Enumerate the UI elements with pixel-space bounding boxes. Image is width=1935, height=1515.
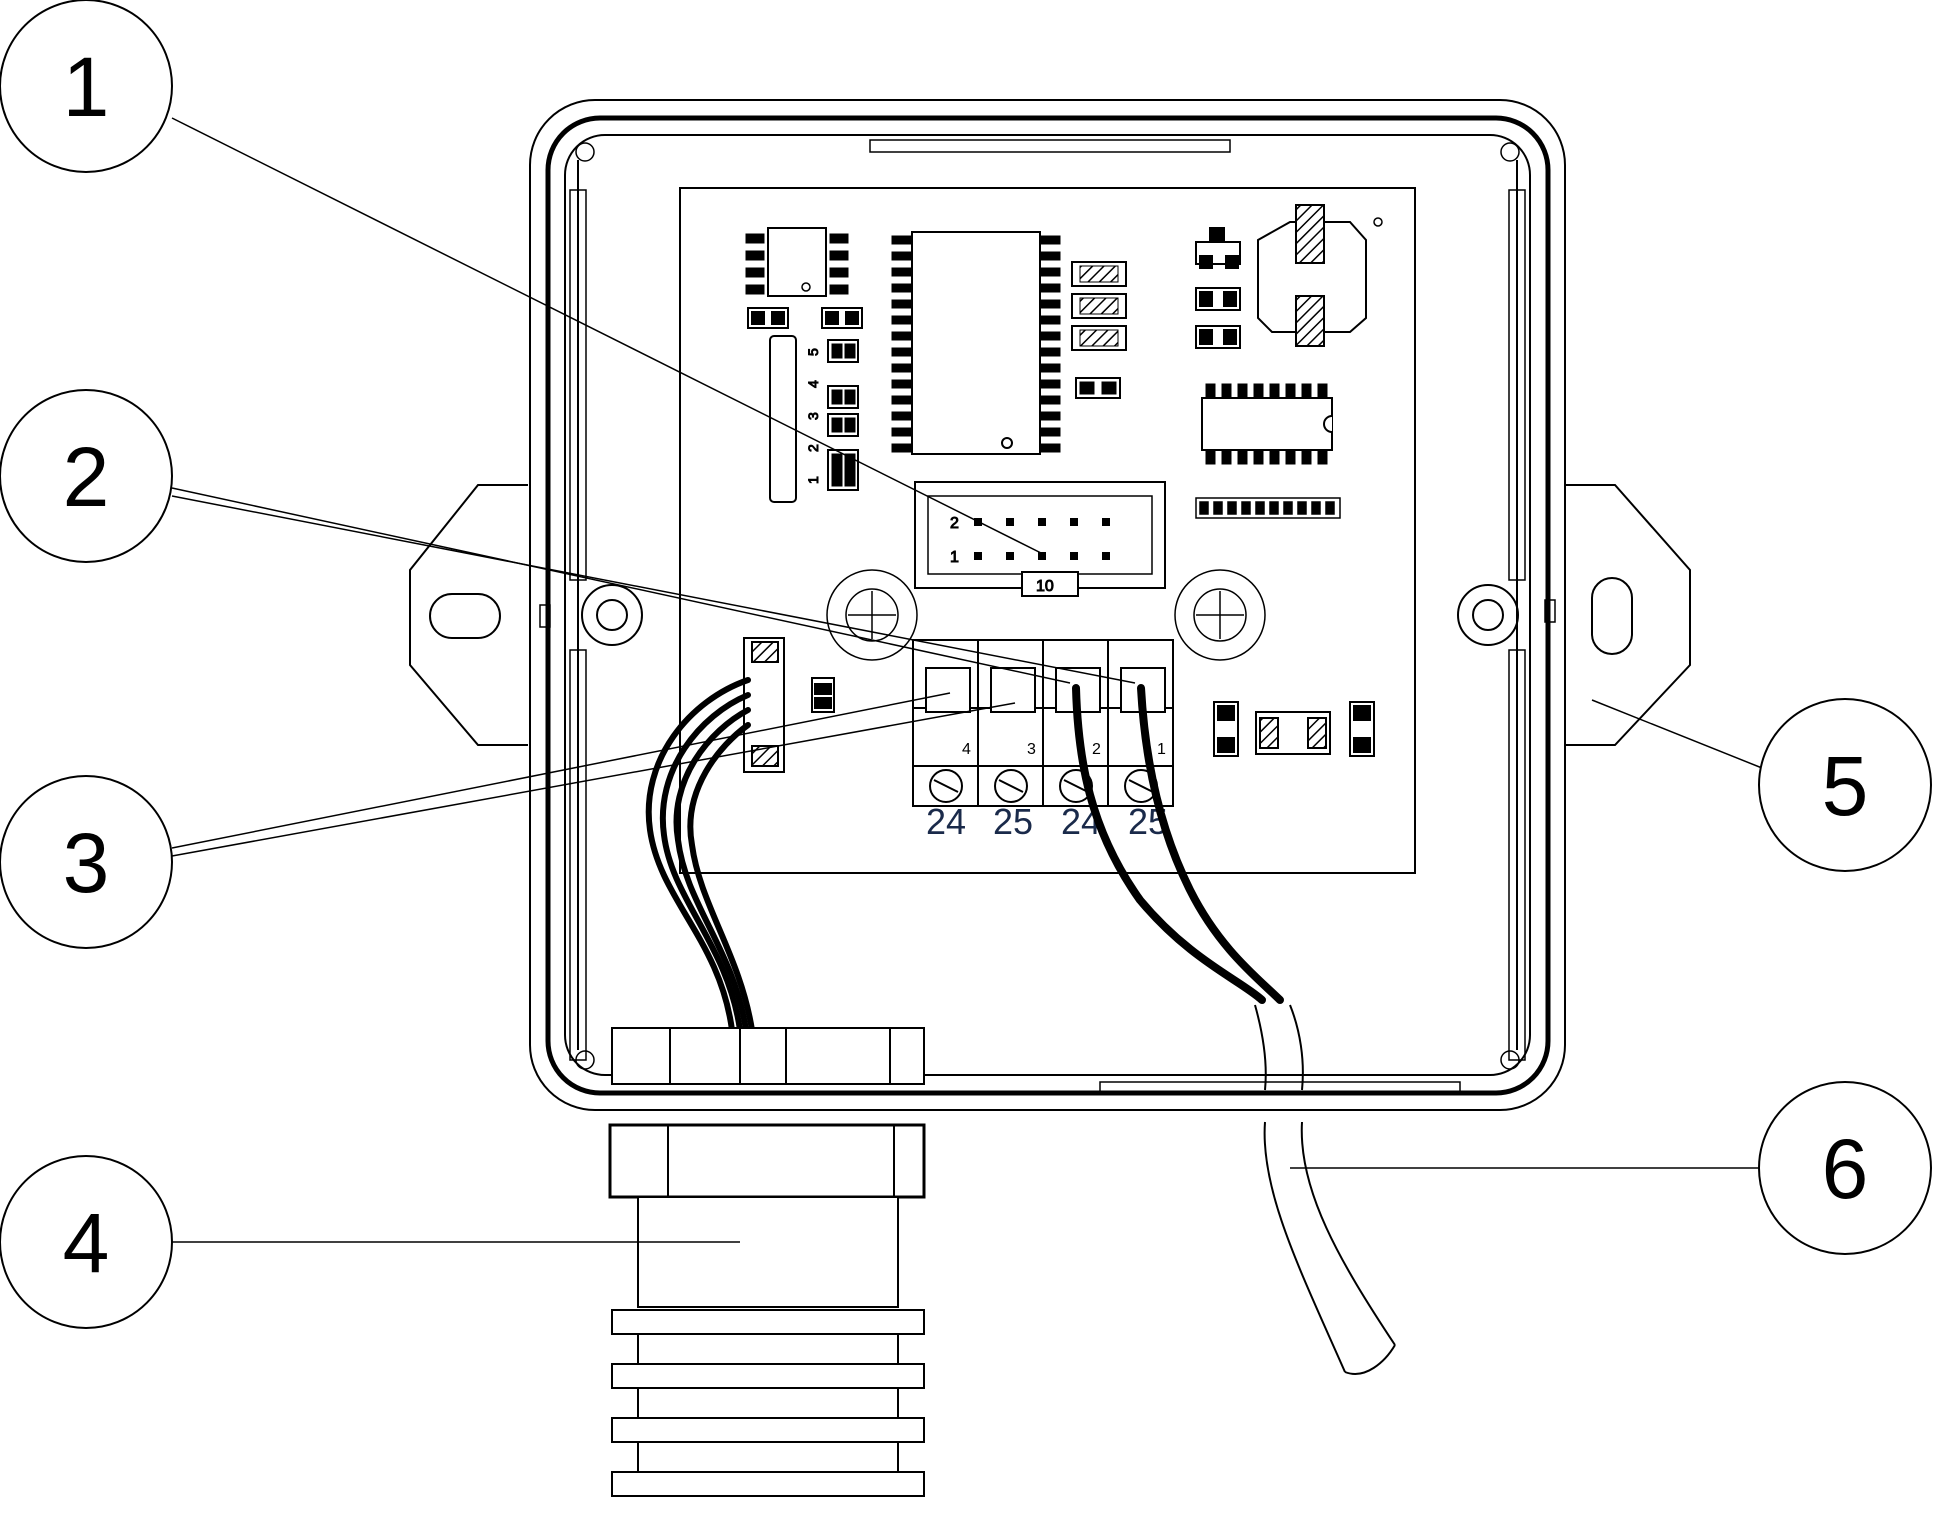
mounting-slot-right	[1591, 577, 1633, 655]
mounting-hole-left	[596, 599, 628, 631]
power-cable	[1254, 1004, 1396, 1375]
smd-components-right	[1195, 227, 1241, 349]
smd-components-bottom-right	[1213, 701, 1375, 757]
power-wires	[1072, 684, 1284, 1004]
resistor-stack	[1071, 261, 1127, 399]
ic-microcontroller	[891, 231, 1061, 455]
enclosure-inner	[564, 134, 1531, 1076]
pcb-side-label: 4	[805, 380, 821, 388]
leader-3a	[171, 692, 951, 849]
terminal-position-3: 3	[1027, 741, 1036, 758]
callout-2: 2	[0, 389, 173, 563]
leader-3b	[171, 702, 1016, 857]
cable-gland	[608, 1027, 926, 1497]
callout-4-label: 4	[63, 1196, 110, 1290]
callout-6-label: 6	[1822, 1122, 1869, 1216]
sensor-wire-bundle	[645, 677, 755, 1033]
pcb-side-label: 3	[805, 412, 821, 420]
leader-2a	[171, 487, 1071, 684]
callout-3-label: 3	[63, 816, 110, 910]
ic-16pin	[1201, 383, 1333, 465]
mounting-ear-right	[1565, 484, 1691, 746]
terminal-label-24a: 24	[926, 801, 966, 842]
smd-components-left	[747, 307, 863, 329]
terminal-position-4: 4	[962, 741, 971, 758]
callout-5: 5	[1758, 698, 1932, 872]
callout-1-label: 1	[63, 40, 110, 134]
smd-array	[1195, 497, 1341, 519]
terminal-position-1: 1	[1157, 741, 1166, 758]
leader-1	[171, 117, 1046, 556]
mounting-hole-right	[1472, 599, 1504, 631]
callout-4: 4	[0, 1155, 173, 1329]
mounting-slot-left	[429, 593, 501, 639]
sensor-connector	[743, 637, 835, 773]
pcb-board: 5 4 3 2 1	[679, 187, 1416, 874]
callout-6: 6	[1758, 1081, 1932, 1255]
leader-2b	[171, 495, 1136, 684]
connector-row-label-bottom: 1	[950, 549, 959, 566]
callout-1: 1	[0, 0, 173, 173]
connector-row-label-top: 2	[950, 515, 959, 532]
callouts: 1 2 3 4 5 6	[0, 0, 1932, 1329]
dip-switch-strip: 5 4 3 2 1	[769, 335, 859, 503]
mounting-boss-left	[581, 584, 643, 646]
pcb-screw-left	[826, 569, 918, 661]
mounting-boss-right	[1457, 584, 1519, 646]
pcb-side-label: 2	[805, 444, 821, 452]
enclosure-outer	[529, 99, 1566, 1111]
callout-5-label: 5	[1822, 739, 1869, 833]
callout-2-label: 2	[63, 430, 110, 524]
crystal-oscillator	[1257, 204, 1383, 347]
connector-pin-count: 10	[1036, 578, 1054, 595]
mounting-ear-left	[409, 484, 528, 746]
terminal-position-2: 2	[1092, 741, 1101, 758]
ic-8pin	[745, 227, 849, 297]
pcb-side-label: 5	[805, 348, 821, 356]
callout-3: 3	[0, 775, 173, 949]
leader-5	[1591, 699, 1763, 769]
ribbon-header-connector: 10 2 1	[914, 481, 1166, 597]
enclosure-housing	[409, 99, 1691, 1111]
pcb-screw-right	[1174, 569, 1266, 661]
terminal-label-25a: 25	[993, 801, 1033, 842]
pcb-side-label: 1	[805, 476, 821, 484]
leader-lines	[171, 117, 1763, 1243]
